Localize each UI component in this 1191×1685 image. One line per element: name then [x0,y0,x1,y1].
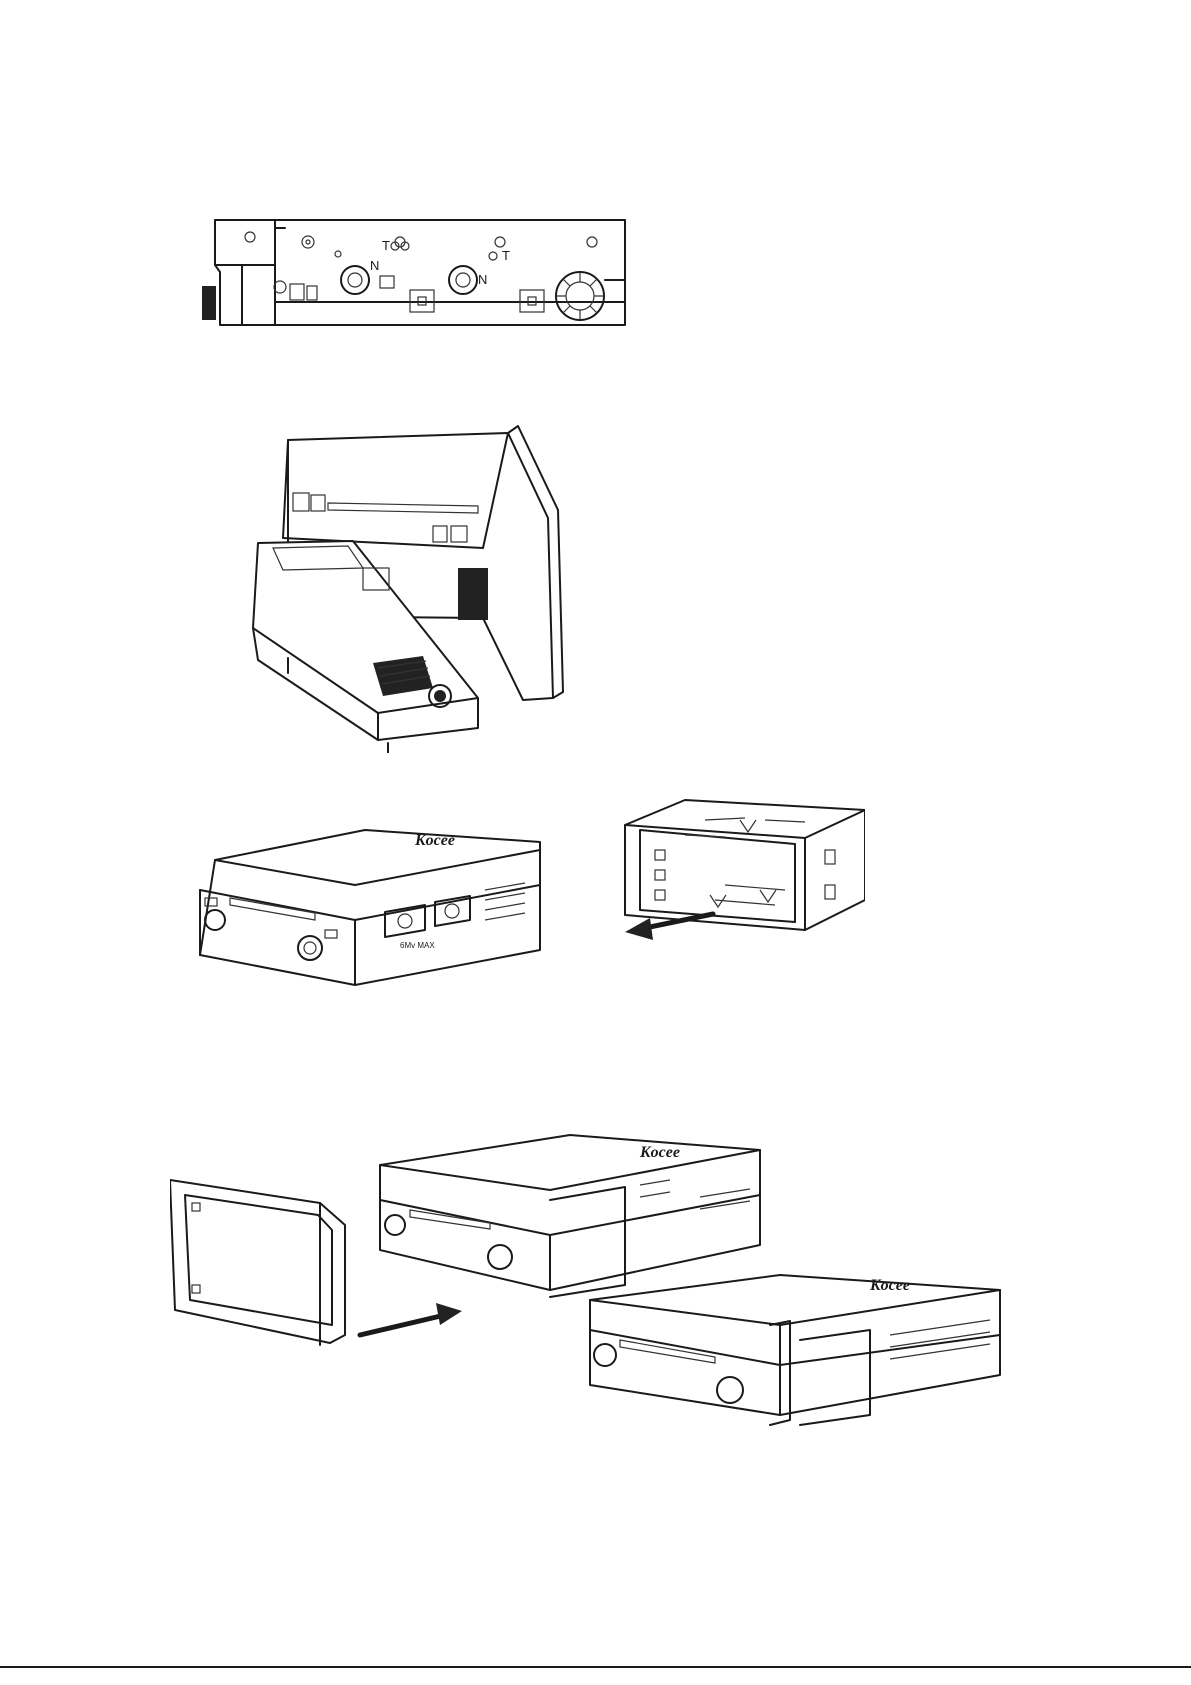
side-label-n-2: N [478,272,487,287]
assembled-brand-logo: Kocee [869,1277,910,1294]
sleeve-insertion-diagram: Kocee 6Mv MAX [185,790,865,1040]
trim-ring-fitting-diagram: Kocee Kocee [170,1125,1090,1515]
mounting-sleeve [625,800,865,930]
top-unit-brand-logo: Kocee [639,1144,680,1161]
trim-ring [170,1180,345,1345]
side-label-n-1: N [370,258,379,273]
rear-panel-text: 6Mv MAX [400,941,435,950]
side-view-diagram: N N T T [180,210,630,335]
sleeve-brand-logo: Kocee [414,832,455,849]
unit-rear-open-diagram [208,398,608,753]
side-label-t-2: T [502,248,510,263]
side-label-t-1: T [382,238,390,253]
page-bottom-rule [0,1666,1191,1668]
assembled-unit: Kocee [590,1275,1000,1425]
head-unit: Kocee 6Mv MAX [200,830,540,985]
unit-with-sleeve-top: Kocee [380,1135,760,1297]
